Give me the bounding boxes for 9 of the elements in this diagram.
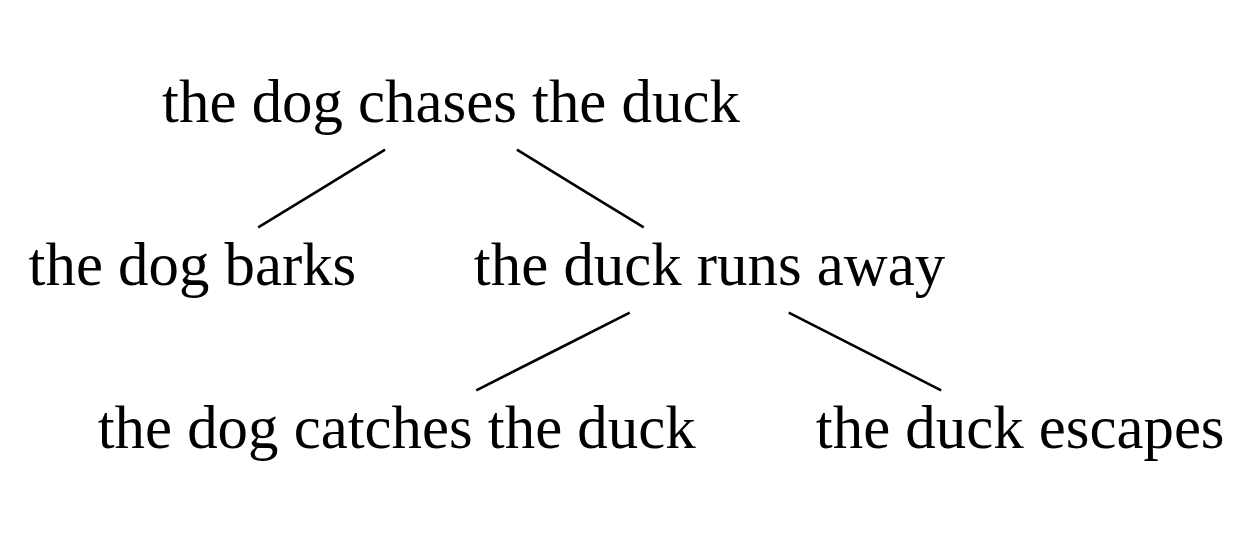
node-text: the duck runs away [473, 230, 946, 298]
connector [788, 310, 942, 392]
connector [475, 310, 631, 392]
connector [516, 148, 645, 229]
node-text: the dog chases the duck [162, 67, 740, 135]
connector [257, 148, 386, 229]
node-text: the dog barks [28, 230, 357, 298]
node-text: the dog catches the duck [97, 393, 696, 461]
node-text: the duck escapes [815, 393, 1225, 461]
